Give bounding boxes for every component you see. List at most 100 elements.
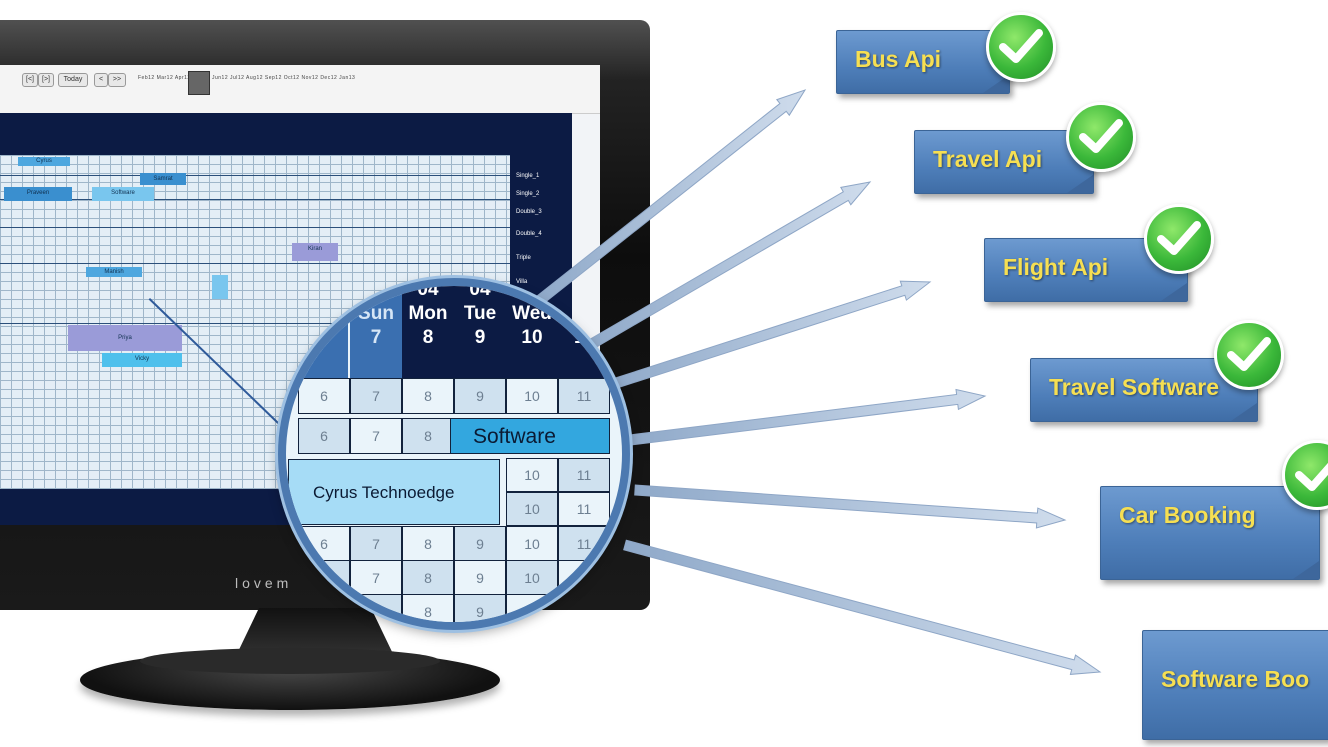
zoomed-cell[interactable]: 7 bbox=[350, 560, 402, 596]
booking-block[interactable]: Manish bbox=[86, 267, 142, 277]
header-day: Thu bbox=[566, 303, 602, 324]
booking-block[interactable]: Cyrus bbox=[18, 157, 70, 166]
api-label: Car Booking bbox=[1119, 502, 1256, 528]
row-divider bbox=[0, 263, 510, 264]
header-month: 04 bbox=[573, 279, 595, 300]
bus-api-box[interactable]: Bus Api bbox=[836, 30, 1010, 94]
zoomed-cell[interactable]: 11 bbox=[558, 458, 610, 492]
zoomed-cell[interactable]: 9 bbox=[454, 526, 506, 562]
zoomed-cell[interactable]: 9 bbox=[454, 378, 506, 414]
header-num: 6 bbox=[311, 303, 323, 324]
header-month: 04 bbox=[469, 279, 491, 300]
header-num: 7 bbox=[370, 327, 382, 348]
zoomed-cell[interactable]: 10 bbox=[506, 458, 558, 492]
software-booking-box[interactable]: Software Boo bbox=[1142, 630, 1328, 740]
zoomed-cell[interactable]: 11 bbox=[558, 594, 610, 622]
room-label: Single_1 bbox=[516, 173, 540, 179]
connector-arrow bbox=[634, 484, 1067, 529]
row-divider bbox=[0, 175, 510, 176]
booking-block[interactable]: Software bbox=[92, 187, 154, 201]
zoomed-cell[interactable]: 9 bbox=[454, 560, 506, 596]
next-year-button[interactable]: [>] bbox=[38, 73, 54, 87]
zoomed-cell[interactable]: 11 bbox=[558, 560, 610, 596]
zoomed-cell[interactable]: 6 bbox=[298, 418, 350, 454]
connector-arrow bbox=[628, 388, 987, 446]
zoomed-cell[interactable]: 10 bbox=[506, 560, 558, 596]
box-fold bbox=[1161, 283, 1187, 301]
zoomed-cell[interactable]: 6 bbox=[298, 560, 350, 596]
connector-arrow bbox=[586, 181, 872, 350]
software-booking[interactable]: Software bbox=[450, 418, 610, 454]
zoomed-cell[interactable]: 7 bbox=[350, 418, 402, 454]
zoomed-cell[interactable]: 10 bbox=[506, 526, 558, 562]
connector-arrow bbox=[607, 280, 932, 391]
booking-block[interactable]: Vicky bbox=[102, 353, 182, 367]
zoomed-cell[interactable]: 8 bbox=[402, 418, 454, 454]
booking-block[interactable]: Samrat bbox=[140, 173, 186, 185]
cyrus-booking[interactable]: Cyrus Technoedge bbox=[288, 459, 500, 525]
zoomed-cell[interactable]: 6 bbox=[298, 594, 350, 622]
prev-month-button[interactable]: < bbox=[94, 73, 108, 87]
header-num: 10 bbox=[521, 327, 543, 348]
zoomed-cell[interactable]: 10 bbox=[506, 378, 558, 414]
prev-year-button[interactable]: [<] bbox=[22, 73, 38, 87]
booking-block[interactable]: Kiran bbox=[292, 243, 338, 261]
check-icon bbox=[1144, 204, 1214, 274]
check-icon bbox=[1066, 102, 1136, 172]
zoomed-cell[interactable]: 10 bbox=[506, 594, 558, 622]
header-month: 04 bbox=[365, 279, 387, 300]
room-label: Villa bbox=[516, 279, 528, 285]
zoomed-cell[interactable]: 6 bbox=[298, 526, 350, 562]
arrow-group bbox=[536, 89, 1102, 675]
booking-block[interactable] bbox=[212, 275, 228, 299]
zoomed-cell[interactable]: 11 bbox=[558, 492, 610, 526]
zoomed-cell[interactable]: 7 bbox=[350, 378, 402, 414]
zoomed-cell[interactable]: 8 bbox=[402, 526, 454, 562]
next-month-button[interactable]: >> bbox=[108, 73, 126, 87]
zoomed-cell[interactable]: 11 bbox=[558, 526, 610, 562]
connector-arrow bbox=[536, 89, 807, 305]
zoomed-cell[interactable]: 8 bbox=[402, 378, 454, 414]
monitor-brand: lovem bbox=[235, 575, 293, 591]
zoomed-cell[interactable]: 8 bbox=[402, 560, 454, 596]
header-num: 9 bbox=[474, 327, 486, 348]
zoomed-cell[interactable]: 7 bbox=[350, 594, 402, 622]
zoomed-cell[interactable]: 11 bbox=[558, 378, 610, 414]
room-label: Triple bbox=[516, 255, 531, 261]
row-divider bbox=[0, 199, 510, 200]
today-button[interactable]: Today bbox=[58, 73, 88, 87]
month-strip[interactable]: Feb12 Mar12 Apr12 May12 Jun12 Jul12 Aug1… bbox=[138, 75, 356, 81]
zoomed-cell[interactable]: 10 bbox=[506, 492, 558, 526]
api-label: Software Boo bbox=[1161, 666, 1310, 692]
connector-arrow bbox=[623, 539, 1102, 675]
box-fold bbox=[1293, 561, 1319, 579]
selected-month[interactable] bbox=[188, 71, 210, 95]
header-num: 8 bbox=[422, 327, 434, 348]
zoomed-cell[interactable]: 7 bbox=[350, 526, 402, 562]
booking-block[interactable]: Priya bbox=[68, 325, 182, 351]
car-booking-box[interactable]: Car Booking bbox=[1100, 486, 1320, 580]
row-divider bbox=[0, 323, 510, 324]
travel-api-box[interactable]: Travel Api bbox=[914, 130, 1094, 194]
header-day: Wed bbox=[512, 303, 552, 324]
header-num: 11 bbox=[573, 327, 595, 348]
zoomed-cell[interactable]: 9 bbox=[454, 594, 506, 622]
header-day: Sat bbox=[302, 279, 332, 300]
zoomed-cell[interactable]: 8 bbox=[402, 594, 454, 622]
monitor-stand-top bbox=[140, 648, 440, 674]
zoomed-cell[interactable]: 6 bbox=[298, 378, 350, 414]
api-label: Flight Api bbox=[1003, 254, 1109, 280]
check-icon bbox=[1214, 320, 1284, 390]
zoomed-day-header: Sat 6 bbox=[286, 279, 348, 378]
booking-block[interactable]: Praveen bbox=[4, 187, 72, 201]
